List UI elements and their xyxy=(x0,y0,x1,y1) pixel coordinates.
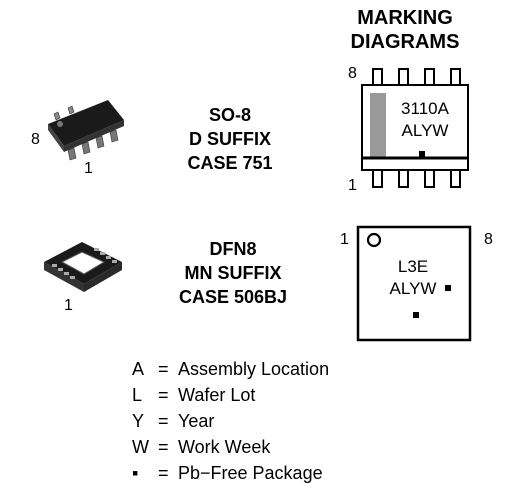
dfn8-package-icon xyxy=(44,242,122,292)
so8-package-label: SO-8 D SUFFIX CASE 751 xyxy=(160,103,300,175)
legend-key: W xyxy=(132,437,149,457)
so8-marking-text: 3110A ALYW xyxy=(386,98,464,142)
heading-line-2: DIAGRAMS xyxy=(350,31,460,53)
so8-marking-box xyxy=(361,68,469,188)
heading-line-1: MARKING xyxy=(357,7,453,29)
legend-row: A = Assembly Location xyxy=(132,356,452,382)
legend-equals: = xyxy=(158,463,169,483)
marking-legend: A = Assembly Location L = Wafer Lot Y = Year W… xyxy=(132,356,452,486)
dfn8-name: DFN8 xyxy=(209,239,257,259)
legend-row: Y = Year xyxy=(132,408,452,434)
so8-suffix: D SUFFIX xyxy=(188,129,271,149)
so8-pin-8-label: 8 xyxy=(31,131,40,148)
so8-marking-line-1: 3110A xyxy=(401,99,449,118)
legend-equals: = xyxy=(158,385,169,405)
pb-free-dot-icon xyxy=(419,151,425,157)
legend-equals: = xyxy=(158,411,169,431)
legend-description: Assembly Location xyxy=(178,359,330,379)
so8-pin-1-label: 1 xyxy=(84,160,93,177)
legend-equals: = xyxy=(158,437,169,457)
dfn8-package-label: DFN8 MN SUFFIX CASE 506BJ xyxy=(158,237,308,309)
so8-package-icon xyxy=(48,100,124,161)
dfn8-marking-pin-8: 8 xyxy=(484,231,493,248)
pb-free-dot-icon xyxy=(445,285,451,291)
legend-key: A xyxy=(132,359,145,379)
legend-key: ▪ xyxy=(132,463,139,483)
so8-marking-line-2: ALYW xyxy=(401,121,449,140)
pin1-indicator-icon xyxy=(366,232,382,248)
so8-name: SO-8 xyxy=(208,105,251,125)
marking-diagrams-heading: MARKING DIAGRAMS xyxy=(330,6,480,54)
dfn8-marking-line-2: ALYW xyxy=(389,279,437,298)
legend-row: W = Work Week xyxy=(132,434,452,460)
legend-key: L xyxy=(132,385,143,405)
legend-description: Year xyxy=(178,411,215,431)
legend-description: Wafer Lot xyxy=(178,385,256,405)
legend-description: Pb−Free Package xyxy=(178,463,323,483)
dfn8-marking-line-1: L3E xyxy=(397,257,429,276)
pb-free-dot-icon xyxy=(413,312,419,318)
dfn8-pin-1-label: 1 xyxy=(64,297,73,314)
legend-equals: = xyxy=(158,359,169,379)
legend-key: Y xyxy=(132,411,145,431)
dfn8-marking-box xyxy=(356,225,472,342)
so8-marking-pin-1: 1 xyxy=(348,177,357,194)
dfn8-marking-text: L3E ALYW xyxy=(378,256,448,300)
so8-case: CASE 751 xyxy=(187,153,273,173)
dfn8-case: CASE 506BJ xyxy=(178,287,288,307)
dfn8-suffix: MN SUFFIX xyxy=(184,263,282,283)
so8-marking-pin-8: 8 xyxy=(348,65,357,82)
legend-row: ▪ = Pb−Free Package xyxy=(132,460,452,486)
legend-row: L = Wafer Lot xyxy=(132,382,452,408)
dfn8-marking-pin-1: 1 xyxy=(340,231,349,248)
legend-description: Work Week xyxy=(178,437,271,457)
